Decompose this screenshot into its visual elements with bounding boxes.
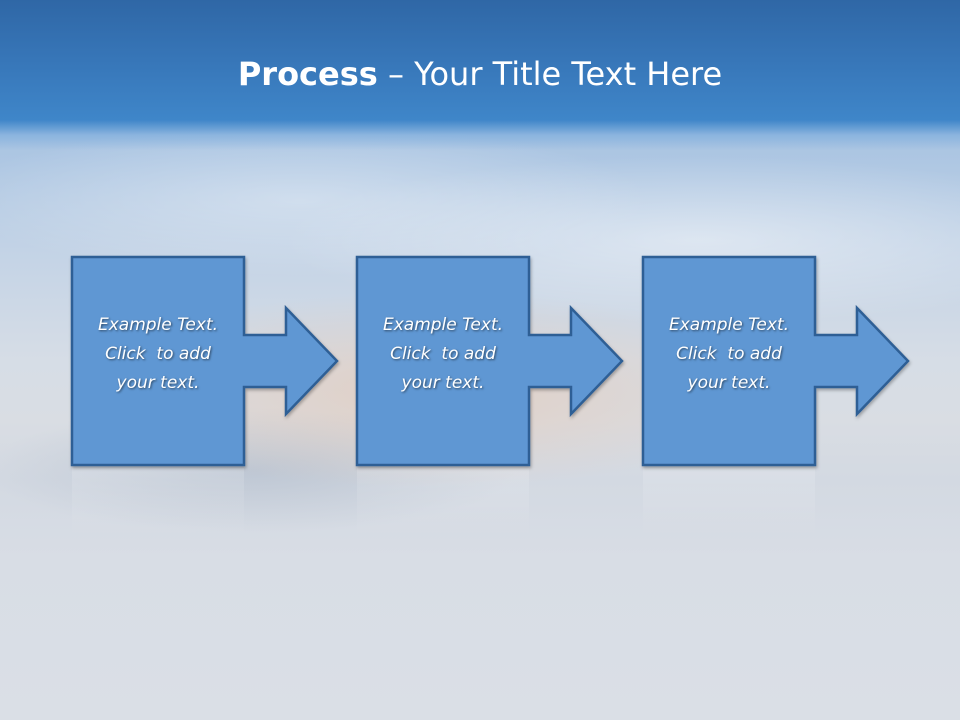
slide-title[interactable]: Process – Your Title Text Here (0, 54, 960, 94)
title-bar (0, 0, 960, 150)
step-3-shape (641, 255, 910, 467)
title-bold-part: Process (237, 55, 378, 93)
step-1-shape (70, 255, 339, 467)
step-3-line-1: Example Text. (668, 315, 790, 335)
step-3-line-2: Click to add (676, 344, 782, 364)
step-1-line-3: your text. (116, 373, 200, 393)
step-3-text[interactable]: Example Text. Click to add your text. (644, 311, 814, 398)
process-step-3[interactable] (641, 255, 910, 467)
step-2-line-1: Example Text. (382, 315, 504, 335)
process-step-1[interactable] (70, 255, 339, 467)
step-3-line-3: your text. (687, 373, 771, 393)
step-2-line-2: Click to add (390, 344, 496, 364)
process-step-2[interactable] (355, 255, 624, 467)
step-1-line-1: Example Text. (97, 315, 219, 335)
title-regular-part: – Your Title Text Here (377, 55, 723, 93)
diagram-reflection (72, 468, 815, 538)
step-1-text[interactable]: Example Text. Click to add your text. (73, 311, 243, 398)
step-1-line-2: Click to add (105, 344, 211, 364)
step-2-shape (355, 255, 624, 467)
step-2-text[interactable]: Example Text. Click to add your text. (358, 311, 528, 398)
step-2-line-3: your text. (401, 373, 485, 393)
